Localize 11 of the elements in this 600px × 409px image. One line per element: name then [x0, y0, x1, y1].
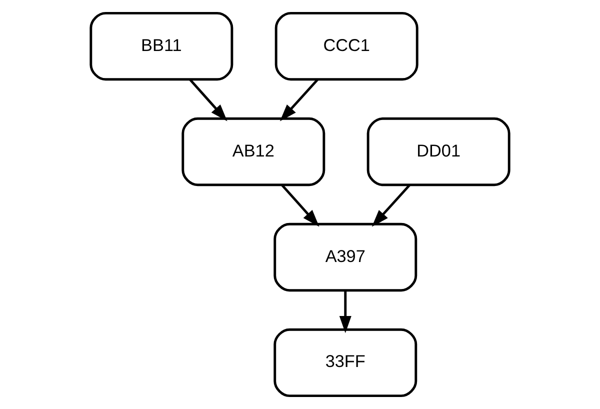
- node-box: CCC1: [274, 12, 418, 81]
- arrow: [339, 290, 352, 334]
- node-box: 33FF: [274, 328, 418, 398]
- arrow: [372, 184, 411, 227]
- arrow: [189, 78, 228, 122]
- node-box: DD01: [366, 117, 510, 186]
- arrow: [280, 78, 319, 122]
- arrow: [281, 184, 320, 227]
- node-box: AB12: [182, 117, 326, 186]
- node-box: A397: [274, 222, 418, 292]
- node-box: BB11: [90, 12, 234, 81]
